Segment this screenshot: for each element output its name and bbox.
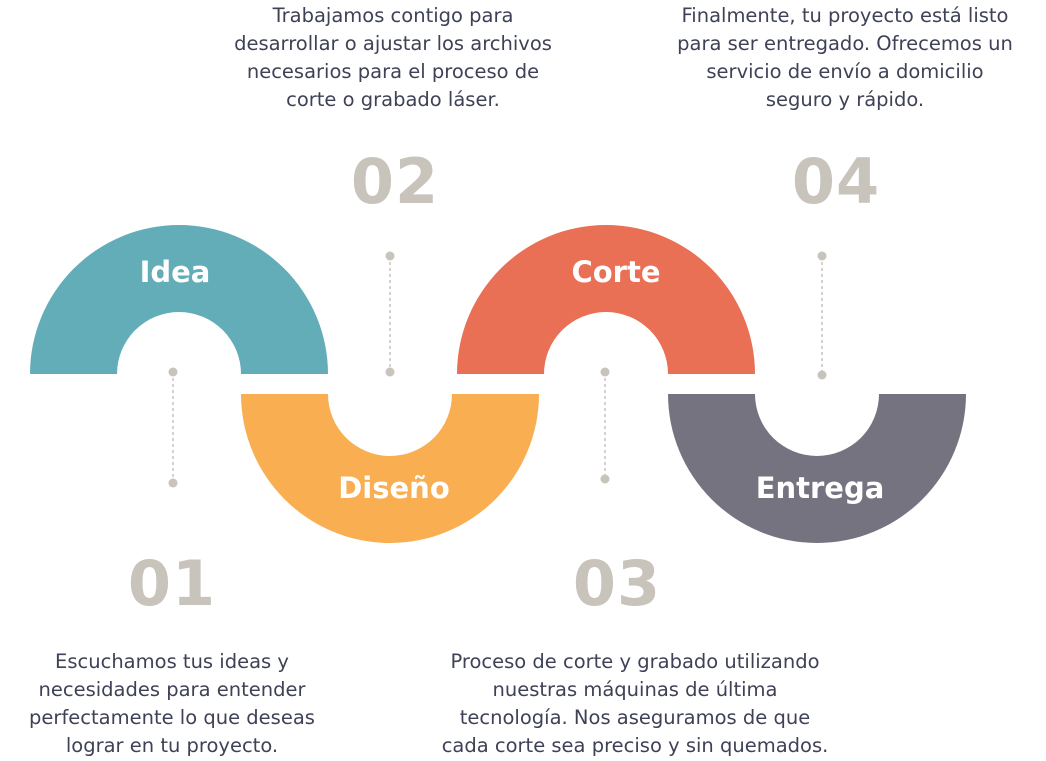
description-line: nuestras máquinas de última bbox=[492, 678, 778, 701]
step-number-02: 02 bbox=[350, 145, 440, 218]
connector-dot bbox=[600, 367, 610, 377]
description-line: lograr en tu proyecto. bbox=[65, 734, 279, 757]
connector-dot bbox=[600, 474, 610, 484]
step-title-entrega: Entrega bbox=[755, 471, 885, 505]
connector-dot bbox=[817, 370, 827, 380]
step-description-01: Escuchamos tus ideas y necesidades para … bbox=[2, 648, 342, 760]
connector-dot bbox=[168, 367, 178, 377]
description-line: Finalmente, tu proyecto está listo bbox=[681, 4, 1009, 27]
arch-entrega bbox=[668, 394, 966, 543]
description-line: Trabajamos contigo para bbox=[272, 4, 514, 27]
step-title-corte: Corte bbox=[571, 255, 661, 289]
description-line: Escuchamos tus ideas y bbox=[55, 650, 289, 673]
step-title-diseno: Diseño bbox=[338, 471, 450, 505]
description-line: desarrollar o ajustar los archivos bbox=[234, 32, 552, 55]
arch-corte bbox=[457, 225, 755, 374]
arch-idea bbox=[30, 225, 328, 374]
description-line: servicio de envío a domicilio bbox=[706, 60, 984, 83]
description-line: para ser entregado. Ofrecemos un bbox=[677, 32, 1013, 55]
description-line: tecnología. Nos aseguramos de que bbox=[459, 706, 811, 729]
connector-dot bbox=[168, 478, 178, 488]
step-description-03: Proceso de corte y grabado utilizando nu… bbox=[395, 648, 875, 760]
description-line: cada corte sea preciso y sin quemados. bbox=[441, 734, 829, 757]
description-line: necesarios para el proceso de bbox=[246, 60, 540, 83]
description-line: necesidades para entender bbox=[38, 678, 306, 701]
arch-diseno bbox=[241, 394, 539, 543]
step-number-04: 04 bbox=[791, 145, 881, 218]
description-line: Proceso de corte y grabado utilizando bbox=[450, 650, 820, 673]
description-line: perfectamente lo que deseas bbox=[29, 706, 315, 729]
step-description-02: Trabajamos contigo para desarrollar o aj… bbox=[193, 2, 593, 114]
connector-dot bbox=[385, 251, 395, 261]
description-line: seguro y rápido. bbox=[765, 88, 925, 111]
step-title-idea: Idea bbox=[139, 255, 211, 289]
description-line: corte o grabado láser. bbox=[286, 88, 500, 111]
connector-dot bbox=[385, 367, 395, 377]
step-number-01: 01 bbox=[127, 547, 217, 620]
step-number-03: 03 bbox=[572, 547, 662, 620]
step-description-04: Finalmente, tu proyecto está listo para … bbox=[640, 2, 1046, 114]
connector-dot bbox=[817, 251, 827, 261]
